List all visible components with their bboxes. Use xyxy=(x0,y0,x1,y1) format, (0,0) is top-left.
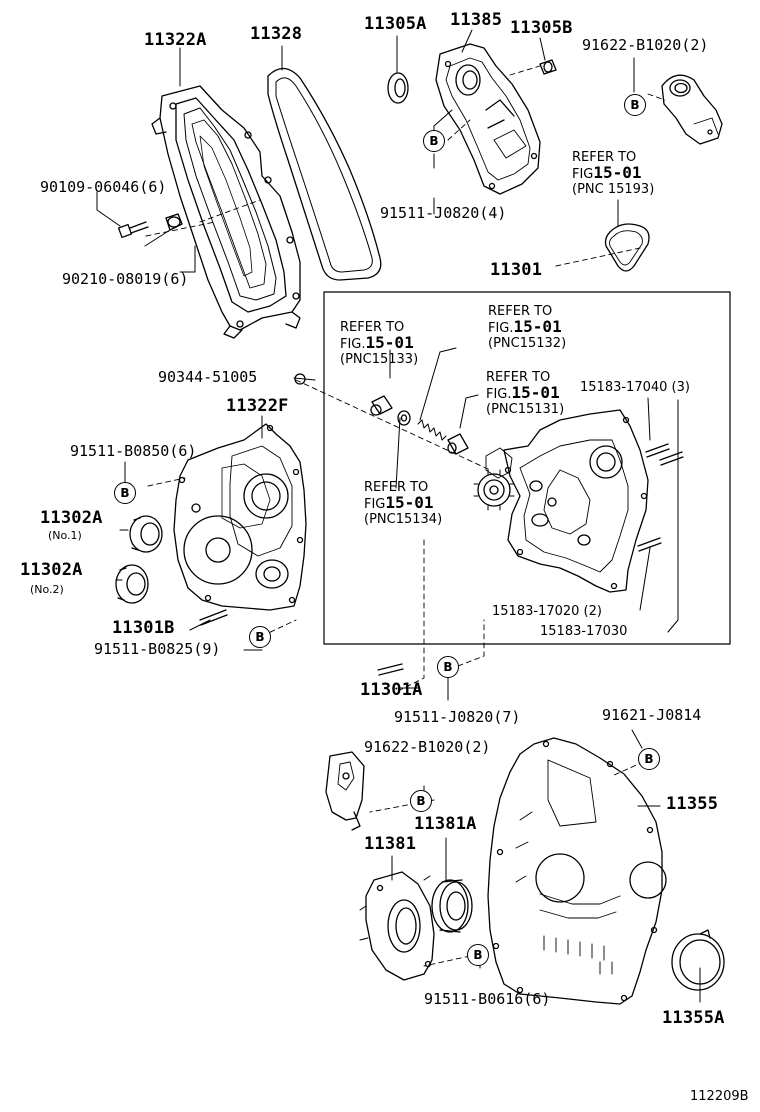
label-11322A: 11322A xyxy=(144,30,207,50)
label-11381A: 11381A xyxy=(414,814,477,834)
bolt-callout-b: B xyxy=(624,94,646,116)
part-ref-15132-spring xyxy=(417,419,447,441)
label-91511-J0820-4: 91511-J0820(4) xyxy=(380,204,507,222)
label-90210-08019: 90210-08019(6) xyxy=(62,270,189,288)
label-91511-B0616: 91511-B0616(6) xyxy=(424,990,551,1008)
label-no2: (No.2) xyxy=(30,583,64,596)
part-ref-15193-gasket xyxy=(604,223,650,272)
part-11305A-seal xyxy=(387,72,409,104)
bolt-callout-b: B xyxy=(114,482,136,504)
label-11302A-no1: 11302A xyxy=(40,508,103,528)
part-91622-bracket xyxy=(325,751,365,831)
bolt-callout-b: B xyxy=(423,130,445,152)
part-15183-studs xyxy=(637,443,684,552)
part-11302A-seal-no1 xyxy=(129,515,163,553)
label-91511-B0825: 91511-B0825(9) xyxy=(94,640,221,658)
label-11322F: 11322F xyxy=(226,396,289,416)
part-91622-inlet xyxy=(661,74,723,145)
diagram-code: 112209B xyxy=(690,1089,749,1104)
label-91622-B1020-mid: 91622-B1020(2) xyxy=(364,738,491,756)
label-91511-J0820-7: 91511-J0820(7) xyxy=(394,708,521,726)
bolt-callout-b: B xyxy=(437,656,459,678)
refer-pnc15134: REFER TO FIG15-01 (PNC15134) xyxy=(364,480,443,527)
label-no1: (No.1) xyxy=(48,529,82,542)
label-15183-17040: 15183-17040 (3) xyxy=(580,380,690,395)
label-11305A: 11305A xyxy=(364,14,427,34)
label-11305B: 11305B xyxy=(510,18,573,38)
bolt-callout-b: B xyxy=(638,748,660,770)
part-11302A-seal-no2 xyxy=(115,564,149,604)
bolt-callout-b: B xyxy=(410,790,432,812)
refer-pnc15131: REFER TO FIG.15-01 (PNC15131) xyxy=(486,370,565,417)
label-91621-J0814: 91621-J0814 xyxy=(602,706,702,724)
label-11328: 11328 xyxy=(250,24,303,44)
part-11322A-cover xyxy=(151,85,301,339)
part-ref-15133 xyxy=(370,395,393,416)
label-11355A: 11355A xyxy=(662,1008,725,1028)
label-11302A-no2: 11302A xyxy=(20,560,83,580)
part-11301A-pin xyxy=(377,663,404,676)
refer-pnc15132: REFER TO FIG.15-01 (PNC15132) xyxy=(488,304,567,351)
bolt-callout-b: B xyxy=(249,626,271,648)
part-90344-plug xyxy=(294,373,306,385)
label-11301A: 11301A xyxy=(360,680,423,700)
part-11301-housing xyxy=(473,409,649,593)
part-90210-nut xyxy=(165,213,183,231)
label-91622-B1020-top: 91622-B1020(2) xyxy=(582,36,709,54)
part-ref-15131 xyxy=(447,433,469,455)
refer-pnc15193: REFER TO FIG15-01 (PNC 15193) xyxy=(572,150,655,197)
part-ref-15134 xyxy=(397,410,411,426)
part-11322F-case xyxy=(173,423,307,611)
assembly-11301-frame xyxy=(323,291,731,645)
label-15183-17030: 15183-17030 xyxy=(540,624,628,639)
label-11385: 11385 xyxy=(450,10,503,30)
label-91511-B0850: 91511-B0850(6) xyxy=(70,442,197,460)
label-90109-06046: 90109-06046(6) xyxy=(40,178,167,196)
label-11301B: 11301B xyxy=(112,618,175,638)
part-11355A-seal xyxy=(671,929,725,991)
part-11381A-seal xyxy=(431,879,473,933)
bolt-callout-b: B xyxy=(467,944,489,966)
label-15183-17020: 15183-17020 (2) xyxy=(492,604,602,619)
label-11381: 11381 xyxy=(364,834,417,854)
part-11355-end-plate xyxy=(487,737,667,1005)
label-11301: 11301 xyxy=(490,260,543,280)
part-11305B-plug xyxy=(539,59,557,75)
part-11385-upper-cover xyxy=(435,43,541,195)
label-90344-51005: 90344-51005 xyxy=(158,368,258,386)
part-11328-gasket xyxy=(267,67,382,281)
part-90109-bolt xyxy=(117,221,149,239)
part-11381-retainer xyxy=(359,871,435,981)
label-11355: 11355 xyxy=(666,794,719,814)
refer-pnc15133: REFER TO FIG.15-01 (PNC15133) xyxy=(340,320,419,367)
part-11301B-pin xyxy=(199,609,228,626)
